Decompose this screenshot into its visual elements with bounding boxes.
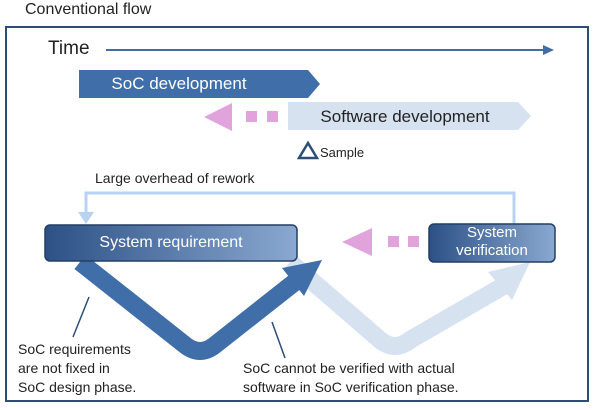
soc-v-path: [74, 254, 322, 360]
note2-callout-line: [271, 321, 286, 359]
rework-label: Large overhead of rework: [95, 170, 255, 186]
sample-triangle-icon: [296, 140, 320, 160]
system-requirement-box: [44, 224, 298, 262]
time-label: Time: [48, 38, 90, 59]
note1-callout-line: [72, 296, 90, 338]
rework-loop-arrow: [78, 191, 516, 224]
system-verification-label: System verification: [430, 224, 554, 260]
system-requirement-label: System requirement: [99, 234, 243, 251]
sample-label: Sample: [320, 145, 365, 160]
time-arrow: [106, 45, 554, 55]
note-soc-verification: SoC cannot be verified with actual softw…: [243, 359, 459, 397]
note1-line: are not fixed in: [18, 360, 110, 376]
note2-line: SoC cannot be verified with actual: [243, 360, 455, 376]
software-v-path: [284, 255, 530, 355]
note1-line: SoC design phase.: [18, 379, 137, 395]
diagram-frame: [5, 26, 589, 402]
shift-left-arrow-middle: [342, 228, 419, 256]
soc-development-bar: [79, 70, 320, 98]
note-soc-requirements: SoC requirements are not fixed in SoC de…: [18, 340, 136, 397]
soc-development-label: SoC development: [111, 74, 247, 93]
system-verification-line2: verification: [456, 242, 528, 259]
shift-left-arrow-top: [204, 103, 278, 131]
software-development-bar: [288, 102, 531, 130]
system-verification-line1: System: [466, 224, 517, 241]
software-development-label: Software development: [320, 107, 490, 126]
system-verification-box: [428, 223, 556, 263]
note1-line: SoC requirements: [18, 341, 131, 357]
note2-line: software in SoC verification phase.: [243, 379, 459, 395]
diagram-title: Conventional flow: [25, 1, 152, 18]
